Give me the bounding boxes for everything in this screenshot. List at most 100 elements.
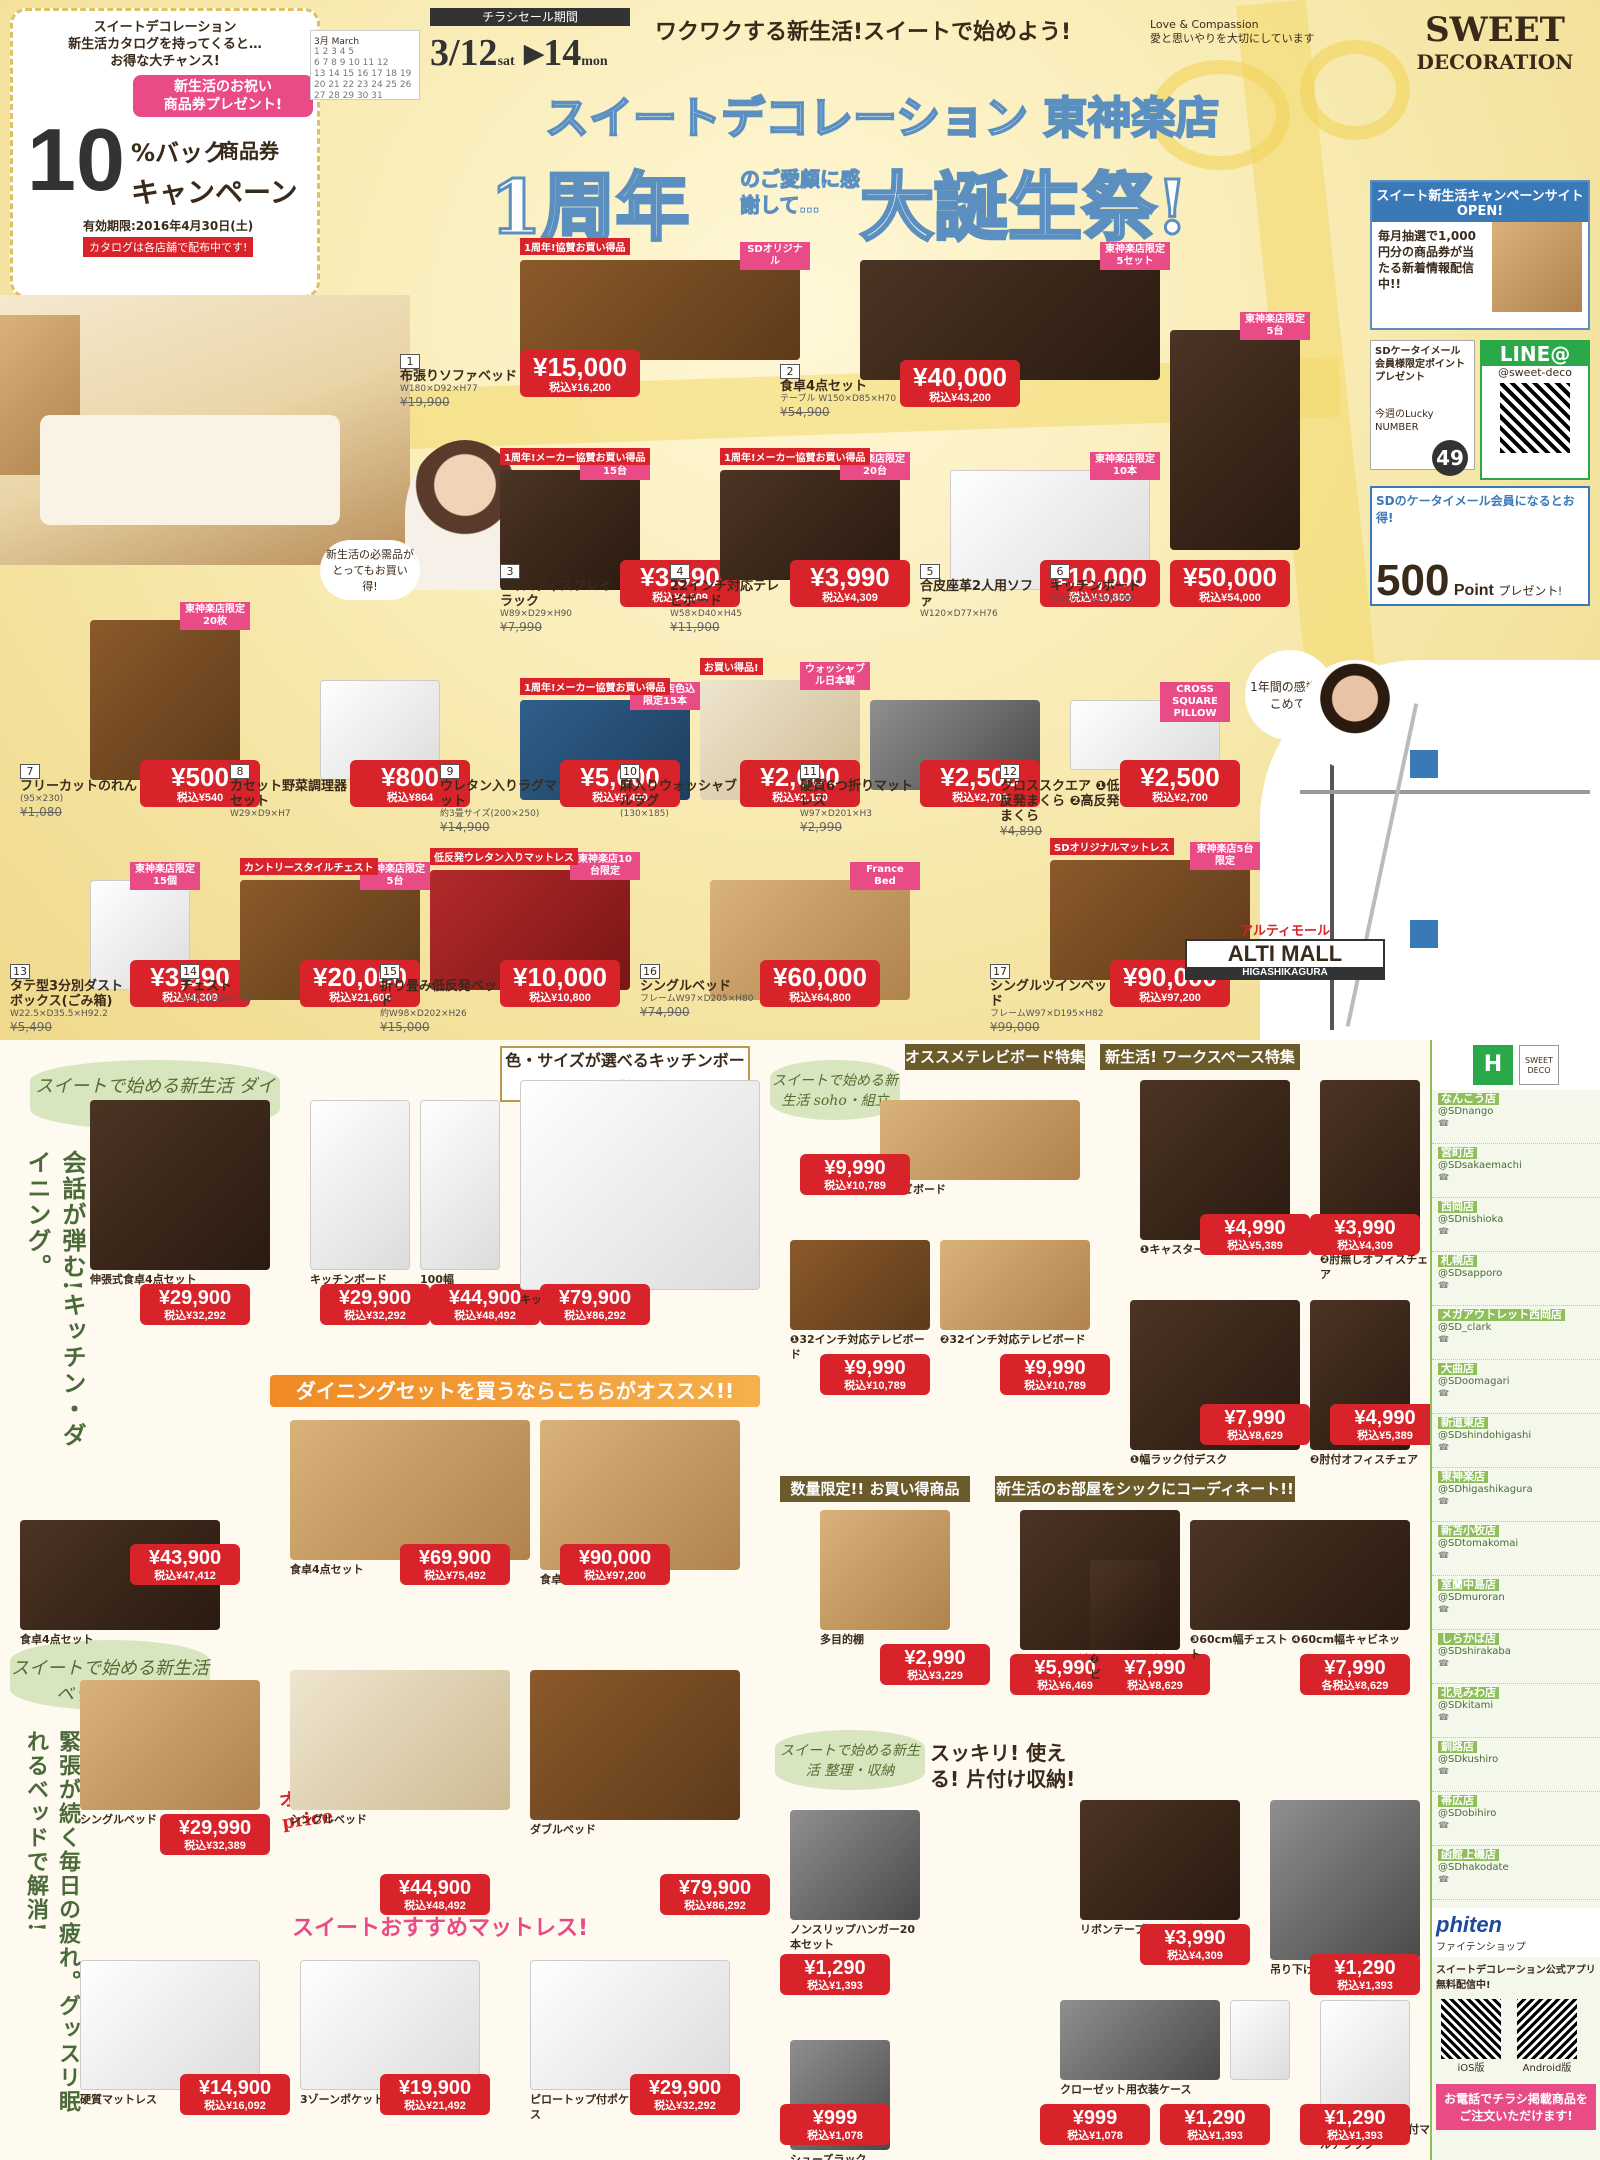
store-sns: @SDnishioka [1438,1214,1504,1225]
product-number: 6 [1050,564,1070,579]
mall-label: アルティモール ALTI MALL HIGASHIKAGURA [1185,920,1385,980]
line-panel[interactable]: LINE@ @sweet-deco [1480,340,1590,480]
site-thumbnail [1492,222,1582,312]
product-spec: W180×D92×H77 [400,384,478,394]
product-name: シングルベッド [640,979,732,994]
product-tag: 東神楽店限定20枚 [180,602,250,630]
product-spec: W89×D29×H90 [500,609,573,619]
store-sns: @SDobihiro [1438,1808,1497,1819]
product-name: 合皮座革2人用ソファ [920,579,1034,609]
dining-vertical-text: 会話が弾む!キッチン・ダイニング。 [23,1150,87,1449]
product-image [520,1080,760,1290]
product-name: クローゼット用衣装ケース [1060,2083,1192,2096]
product-image [1320,2000,1410,2120]
store-list-item[interactable]: 新道東店 @SDshindohigashi ☎ [1432,1414,1600,1468]
product-image [520,260,800,360]
product-number: 8 [230,764,250,779]
store-sns: @SD_clark [1438,1322,1492,1333]
store-list-item[interactable]: 西岡店 @SDnishioka ☎ [1432,1198,1600,1252]
product-old-price: ¥74,900 [640,1005,690,1019]
product-image [1190,1520,1410,1630]
product-old-price: ¥99,000 [990,1020,1040,1034]
store-list-item[interactable]: 東神楽店 @SDhigashikagura ☎ [1432,1468,1600,1522]
product-image [1090,1560,1160,1650]
product-name: 伸張式食卓4点セット [90,1273,197,1286]
store-list-item[interactable]: 室蘭中島店 @SDmuroran ☎ [1432,1576,1600,1630]
store-list-item[interactable]: 帯広店 @SDobihiro ☎ [1432,1792,1600,1846]
product-label: 1周年!メーカー協賛お買い得品 [720,448,870,465]
product-spec: W120×D45×H190 [1050,594,1134,604]
product-image [530,1670,740,1820]
store-name: メガアウトレット西岡店 [1438,1309,1565,1321]
product-name: 折り畳み低反発ベッド [380,979,498,1009]
product-image [290,1420,530,1560]
store-list-item[interactable]: 大曲店 @SDoomagari ☎ [1432,1360,1600,1414]
store-title: スイートデコレーション 東神楽店 [544,92,1220,145]
store-list-item[interactable]: 北見みわ店 @SDkitami ☎ [1432,1684,1600,1738]
product-image [1060,2000,1220,2080]
flyer-period-label: チラシセール期間 [430,8,630,26]
limited-title: 数量限定!! お買い得商品 [780,1476,970,1502]
store-list-item[interactable]: しらかば店 @SDshirakaba ☎ [1432,1630,1600,1684]
store-list-item[interactable]: 新苫小牧店 @SDtomakomai ☎ [1432,1522,1600,1576]
ios-qr-icon[interactable] [1441,1999,1501,2059]
store-list-item[interactable]: 釧路店 @SDkushiro ☎ [1432,1738,1600,1792]
mattress-title: スイートおすすめマットレス! [291,1916,589,1941]
product-name: テレビボード [880,1183,946,1196]
store-name: 釧路店 [1438,1741,1477,1753]
product-spec: フレームW97×D205×H80 [640,994,754,1004]
product-spec: W120×D77×H76 [920,609,998,619]
store-list-item[interactable]: なんこう店 @SDnango ☎ [1432,1090,1600,1144]
store-list-item[interactable]: 宮町店 @SDsakaemachi ☎ [1432,1144,1600,1198]
product-spec: W58×D40×H45 [670,609,743,619]
store-sns: @SDshirakaba [1438,1646,1511,1657]
product-name: ❸60cm幅チェスト ❹60cm幅キャビネット [1190,1633,1401,1661]
product-image [940,1240,1090,1330]
flyer-date: 3/12sat ▸14mon [430,32,608,74]
product-name: ❷肘付オフィスチェア [1310,1453,1419,1466]
store-name: 新苫小牧店 [1438,1525,1499,1537]
product-spec: W29×D9×H7 [230,809,291,819]
storage-catch: スッキリ! 使える! 片付け収納! [930,1741,1076,1791]
product-name: チェスト [180,979,233,994]
campaign-sub2: キャンペーン [131,176,298,209]
product-label: 1周年!メーカー協賛お買い得品 [500,448,650,465]
calendar-month: 3月 March [314,37,360,47]
product-name: 硬質マットレス [80,2093,157,2106]
product-old-price: ¥19,900 [400,395,450,409]
qr-code-icon [1500,383,1570,453]
product-number: 11 [800,764,820,779]
campaign-period: 有効期限:2016年4月30日(土) [83,219,254,233]
product-name: 22インチ対応テレビボード [670,579,780,609]
product-image [530,1960,730,2090]
android-qr-icon[interactable] [1517,1999,1577,2059]
product-image [290,1670,510,1810]
store-list-item[interactable]: 札幌店 @SDsapporo ☎ [1432,1252,1600,1306]
product-image [1080,1800,1240,1920]
product-name: キッチンボード [1050,579,1142,594]
product-old-price: ¥1,080 [20,805,62,819]
store-name: 西岡店 [1438,1201,1477,1213]
campaign-site-panel[interactable]: スイート新生活キャンペーンサイトOPEN! 毎月抽選で1,000円分の商品券が当… [1370,180,1590,330]
store-list-item[interactable]: メガアウトレット西岡店 @SD_clark ☎ [1432,1306,1600,1360]
product-tag: 東神楽店限定15個 [130,862,200,890]
store-sns: @SDkitami [1438,1700,1494,1711]
product-tag: France Bed [850,862,920,890]
store-list-item[interactable]: 函館上磯店 @SDhakodate ☎ [1432,1846,1600,1900]
storage-section-badge: スイートで始める新生活 整理・収納 [775,1730,925,1790]
hasegawa-logo: H [1473,1045,1513,1085]
